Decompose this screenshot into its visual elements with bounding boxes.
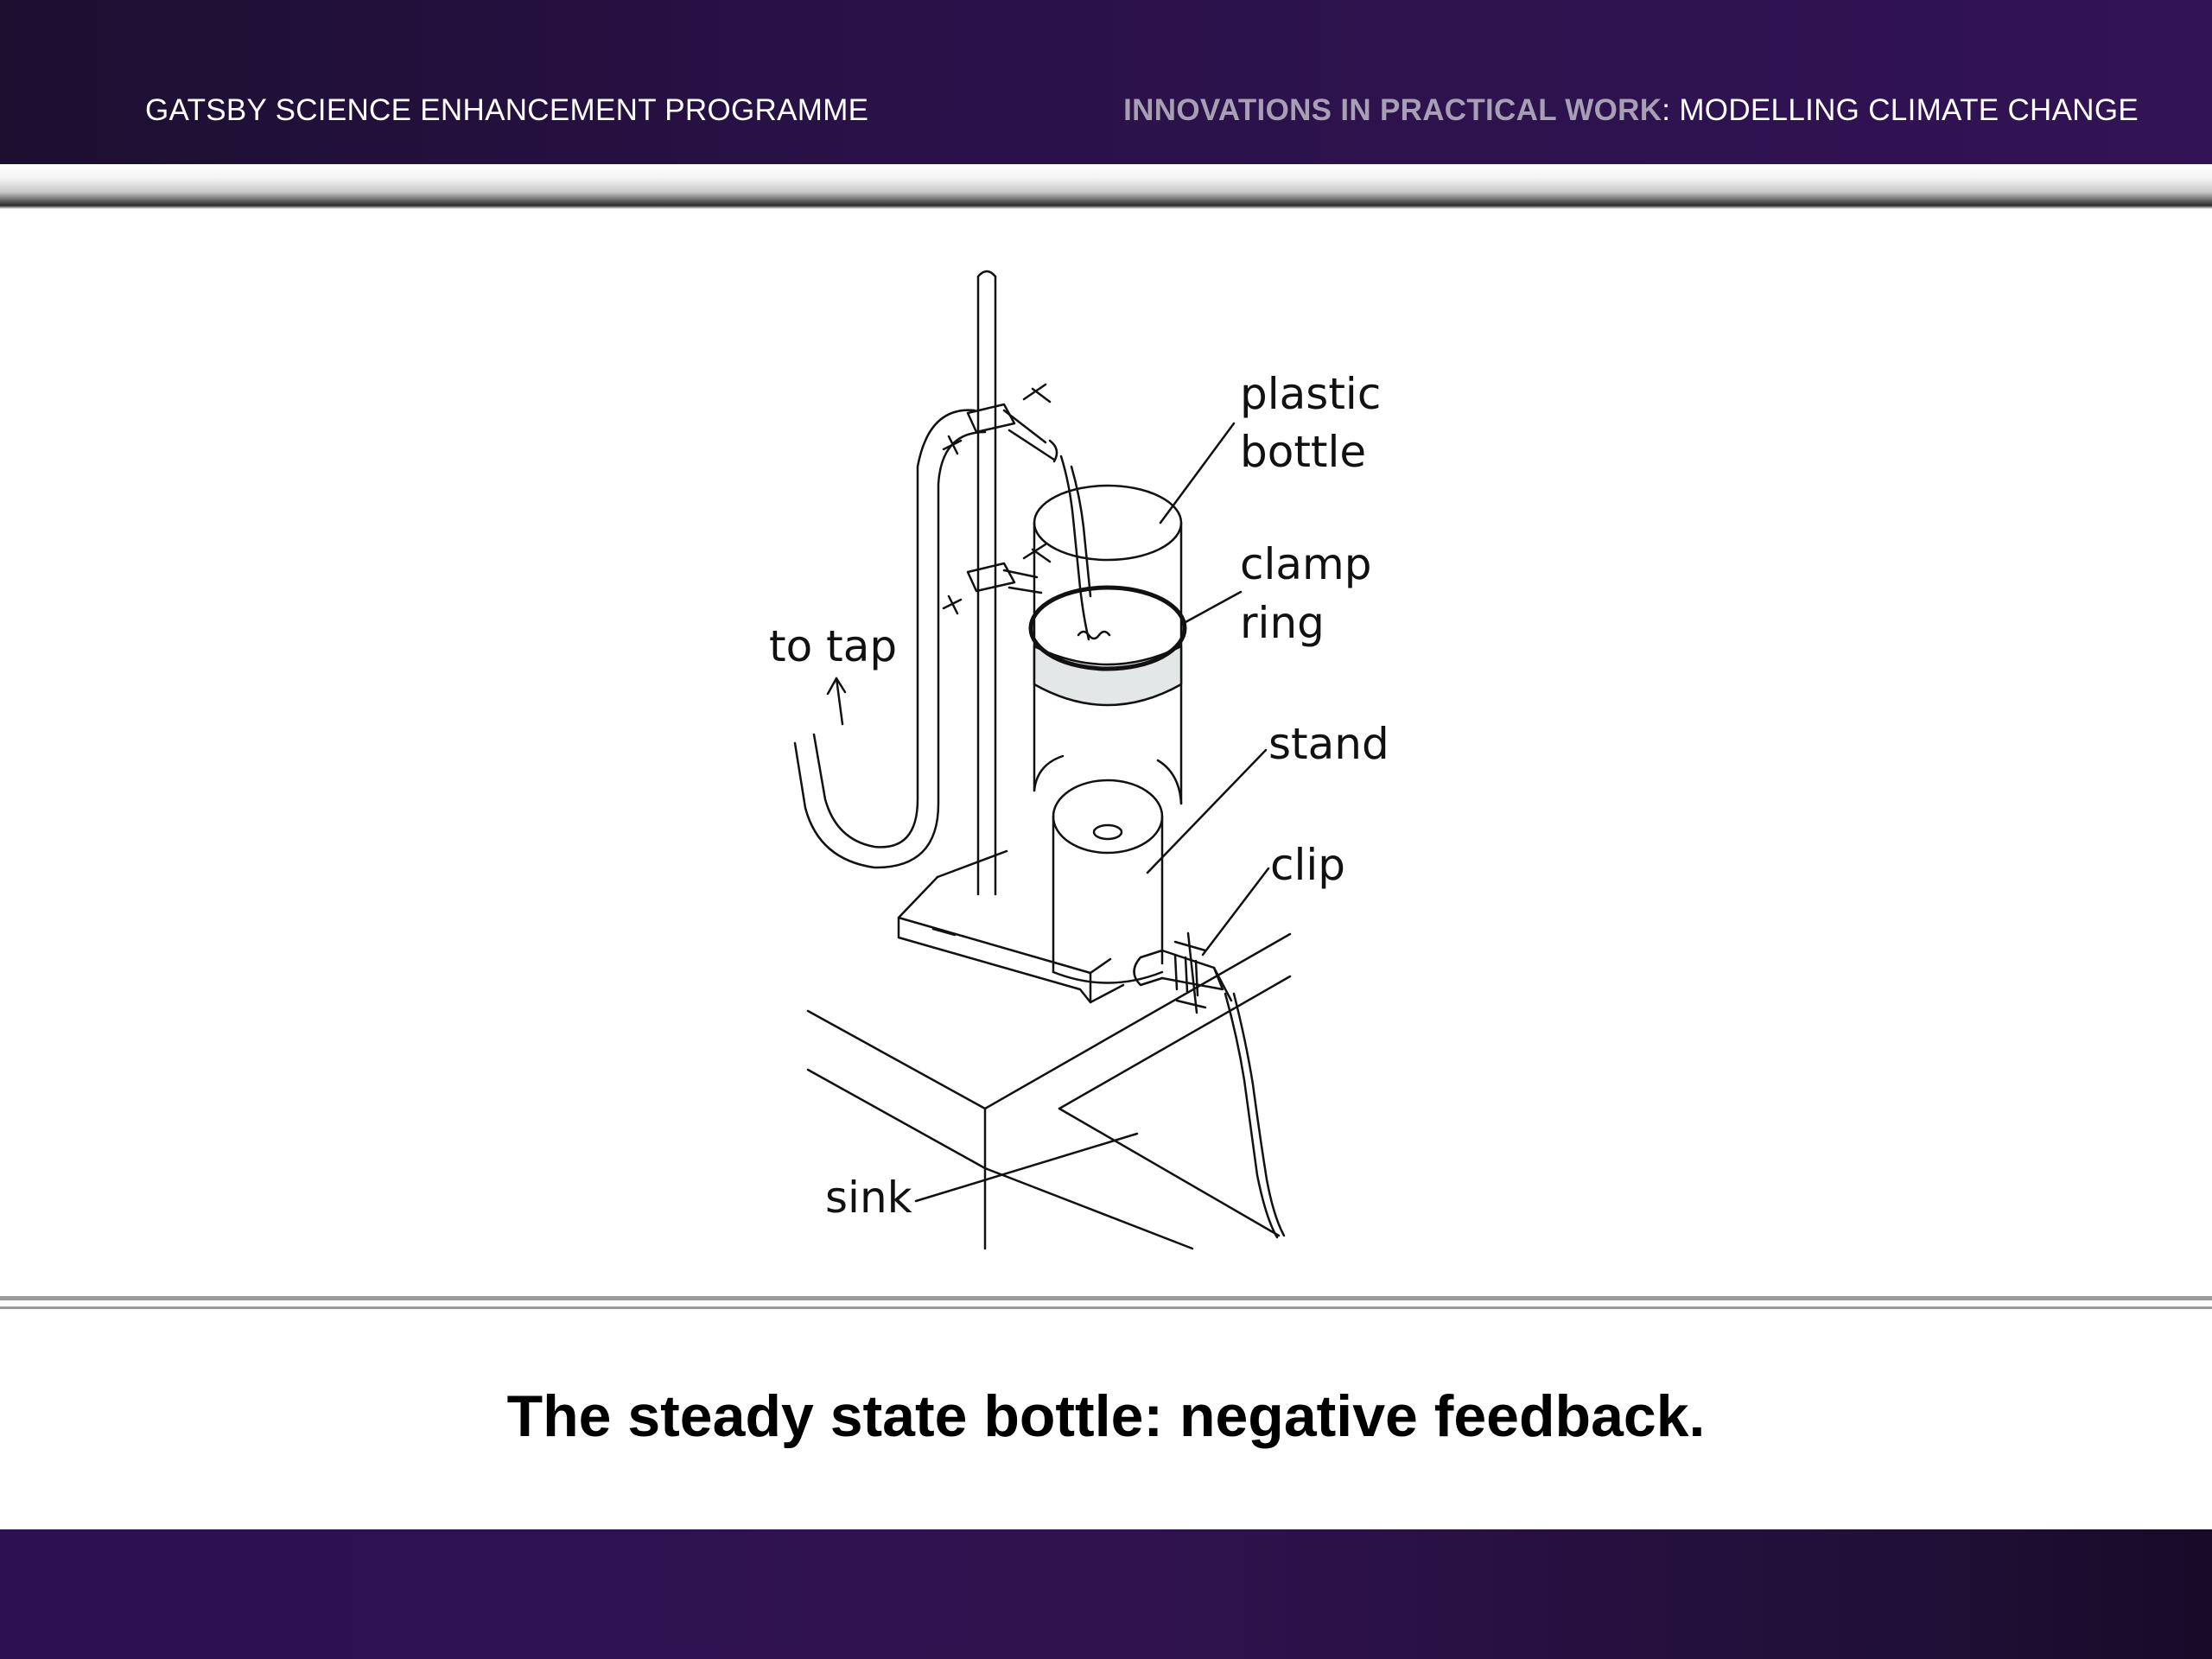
- series-title-separator: :: [1662, 93, 1671, 127]
- lower-container: [1052, 779, 1164, 984]
- leader-lines: [835, 422, 1270, 1203]
- label-clamp: clamp: [1240, 539, 1371, 589]
- tap-tubing: [793, 409, 987, 869]
- series-title: INNOVATIONS IN PRACTICAL WORK: MODELLING…: [1123, 93, 2139, 128]
- label-sink: sink: [825, 1173, 912, 1223]
- splash: [1077, 630, 1111, 640]
- upper-clamp: [942, 383, 1058, 463]
- inflow-stream-2: [1070, 465, 1092, 598]
- apparatus-figure: plastic bottle clamp ring to tap stand c…: [0, 216, 2212, 1287]
- series-title-bright: MODELLING CLIMATE CHANGE: [1670, 93, 2139, 127]
- label-bottle: bottle: [1240, 427, 1366, 477]
- bottle-water: [1033, 645, 1183, 707]
- plastic-bottle-shape: [1033, 484, 1183, 805]
- programme-title: GATSBY SCIENCE ENHANCEMENT PROGRAMME: [145, 93, 869, 127]
- label-to-tap: to tap: [769, 621, 897, 671]
- header-bar: GATSBY SCIENCE ENHANCEMENT PROGRAMME INN…: [0, 0, 2212, 164]
- series-title-muted: INNOVATIONS IN PRACTICAL WORK: [1123, 93, 1662, 127]
- label-stand: stand: [1268, 719, 1389, 769]
- tap-arrow-head: [826, 677, 847, 696]
- stand-base: [897, 849, 1125, 1004]
- label-plastic: plastic: [1240, 369, 1381, 419]
- outflow-stream: [1224, 992, 1279, 1239]
- divider-line-bottom: [0, 1306, 2212, 1309]
- clamp-ring-shape: [1028, 585, 1187, 671]
- label-ring: ring: [1240, 598, 1325, 648]
- header-shadow-band: [0, 164, 2212, 209]
- label-clip: clip: [1270, 840, 1345, 890]
- apparatus-diagram: plastic bottle clamp ring to tap stand c…: [769, 270, 1389, 1250]
- stand-rod: [976, 270, 997, 896]
- inflow-stream: [1059, 454, 1090, 641]
- slide-caption: The steady state bottle: negative feedba…: [506, 1383, 1706, 1449]
- outflow-tube: [1133, 931, 1233, 1014]
- outflow-stream-2: [1232, 992, 1286, 1237]
- sink-outline: [806, 932, 1292, 1250]
- divider-line-top: [0, 1296, 2212, 1300]
- footer-bar: [0, 1529, 2212, 1659]
